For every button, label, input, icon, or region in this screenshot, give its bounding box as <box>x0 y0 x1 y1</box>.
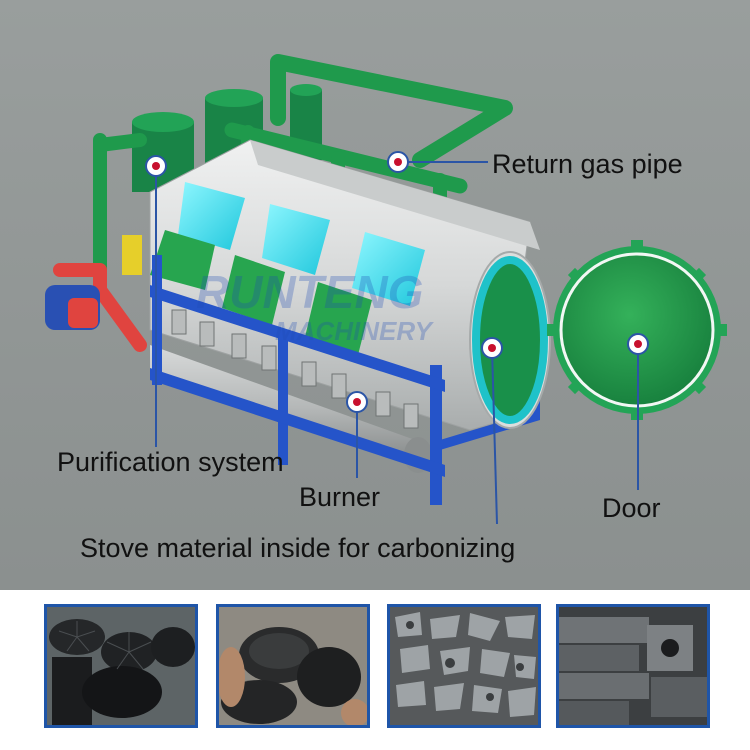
window-flap-2 <box>222 255 285 325</box>
coconut-shell-charcoal-photo <box>216 604 370 728</box>
feed-window-1 <box>178 182 245 250</box>
carbonization-machine-illustration: RUNTENG MACHINERY <box>45 54 727 525</box>
watermark: RUNTENG MACHINERY <box>196 266 435 346</box>
window-flap-3 <box>305 282 372 355</box>
blower-fan <box>45 235 147 352</box>
charcoal-logs-photo <box>44 604 198 728</box>
feed-window-2 <box>262 204 330 275</box>
label-purification-system: Purification system <box>57 447 284 477</box>
burner-row <box>171 309 419 429</box>
svg-text:MACHINERY: MACHINERY <box>275 316 435 346</box>
marker-door <box>627 333 649 355</box>
charcoal-chunks-photo <box>387 604 541 728</box>
label-stove-material: Stove material inside for carbonizing <box>80 533 516 563</box>
marker-burner <box>346 391 368 413</box>
callout-markers <box>145 151 649 413</box>
leader-stove-material <box>491 347 498 525</box>
feed-window-3 <box>352 232 425 306</box>
window-flap-1 <box>150 230 215 290</box>
leader-lines <box>155 161 639 525</box>
label-return-gas-pipe: Return gas pipe <box>492 149 683 179</box>
marker-return-gas-pipe <box>387 151 409 173</box>
marker-purification-system <box>145 155 167 177</box>
svg-text:RUNTENG: RUNTENG <box>196 266 423 318</box>
marker-stove-material <box>481 337 503 359</box>
chamber-opening <box>469 251 551 429</box>
label-door: Door <box>602 493 661 523</box>
label-burner: Burner <box>299 482 381 512</box>
charcoal-briquettes-photo <box>556 604 710 728</box>
